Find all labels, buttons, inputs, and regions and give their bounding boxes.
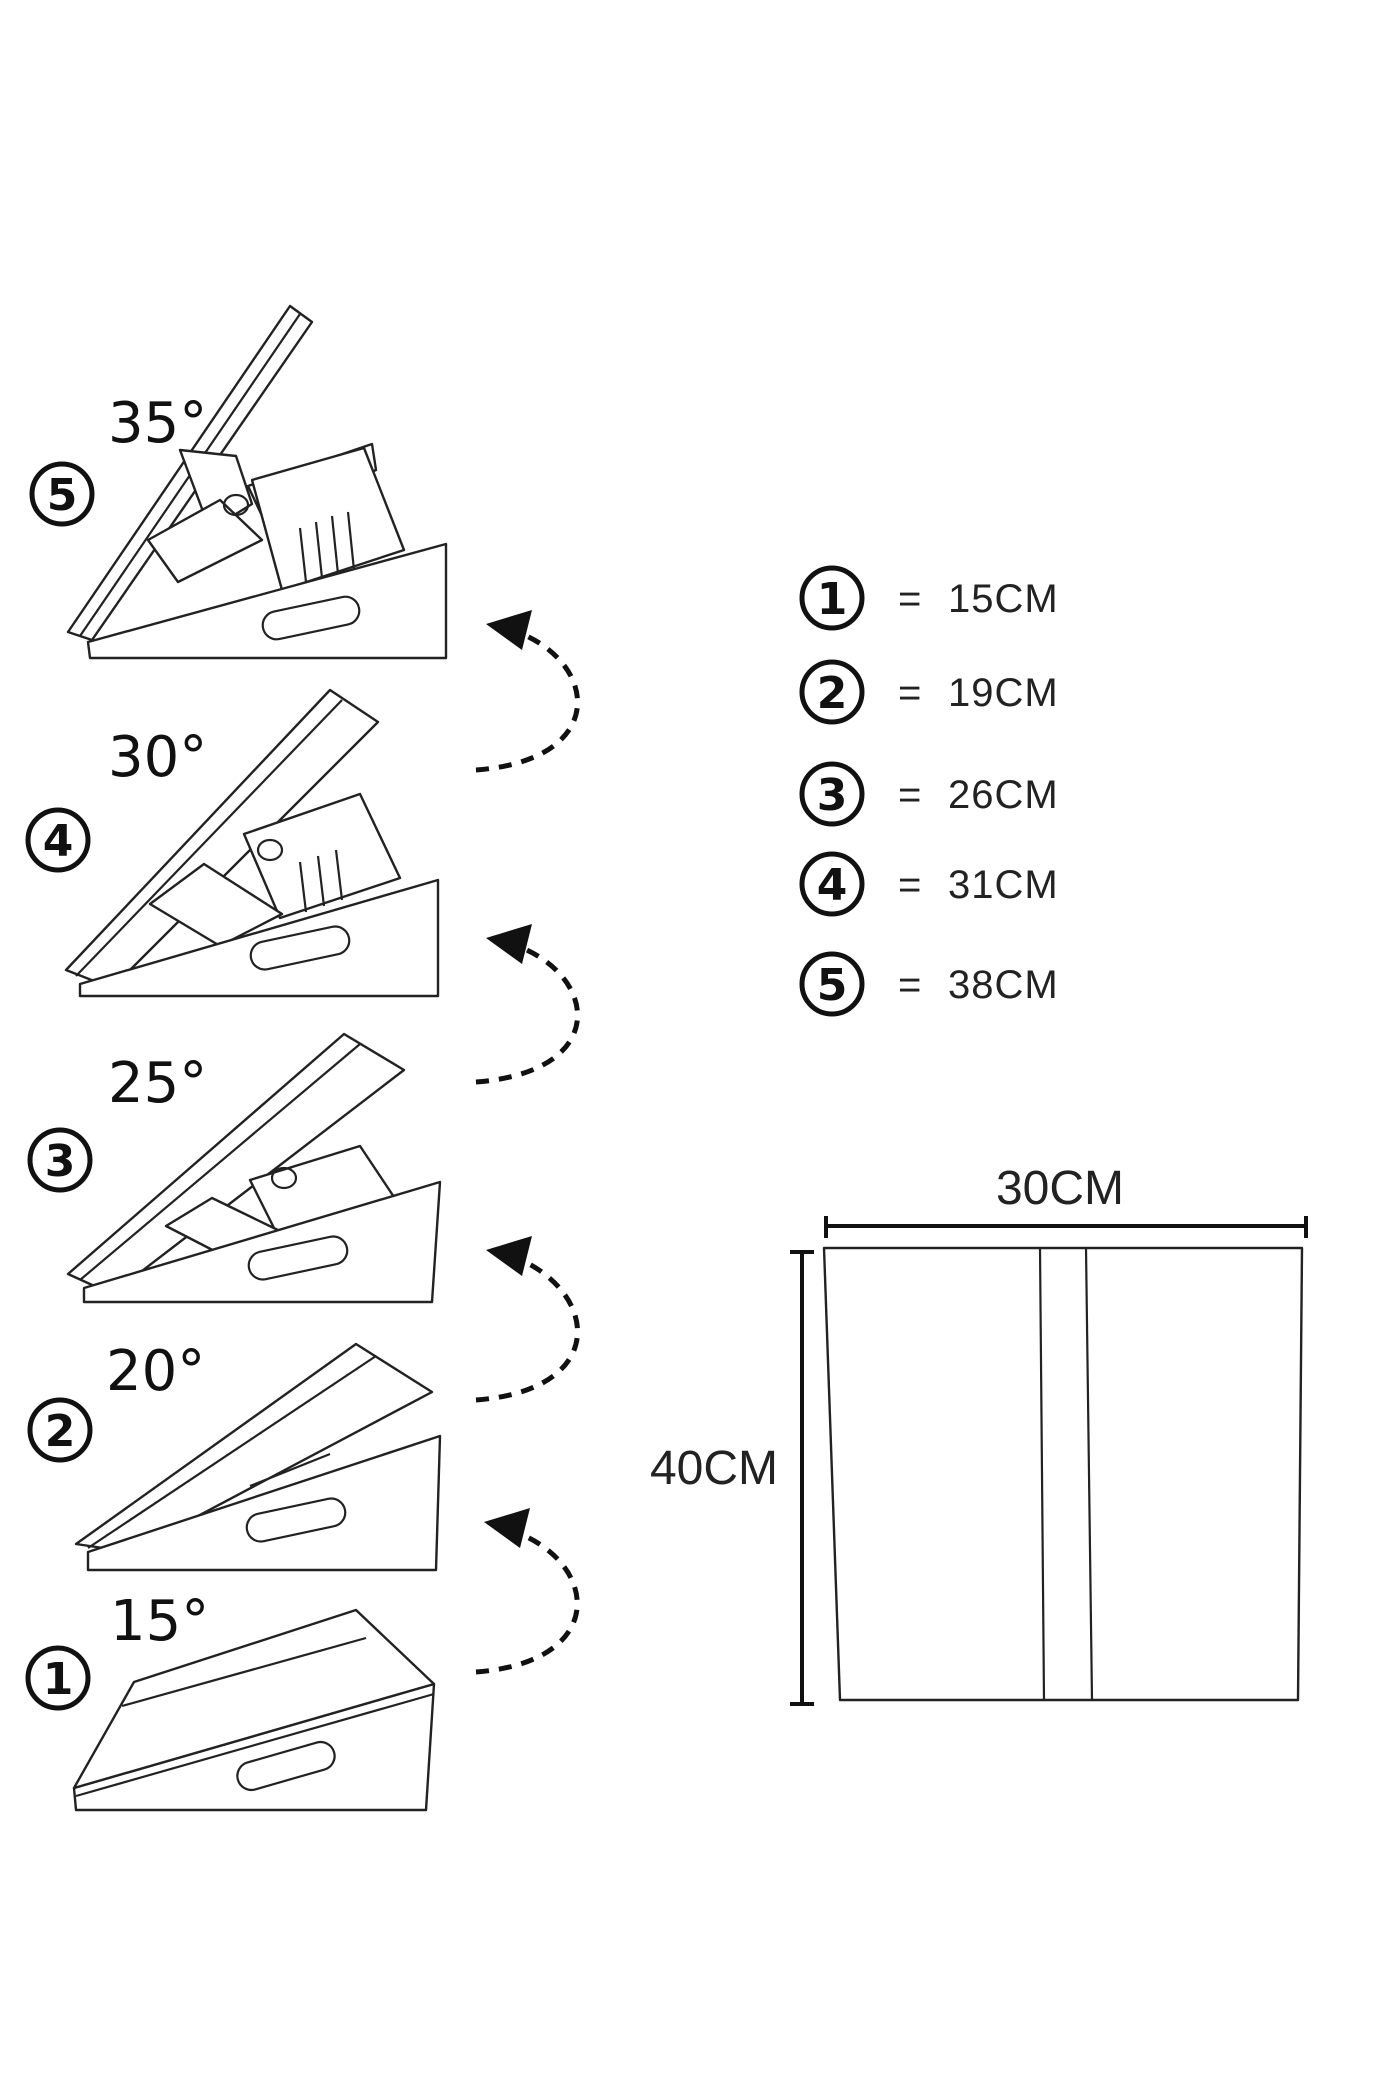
svg-text:4: 4 [43,816,74,867]
svg-text:=: = [898,773,922,817]
wedge-position-4 [64,688,440,998]
position-number-1: 1 [25,1645,91,1711]
angle-label-2: 20° [106,1339,205,1404]
wedge-position-1 [72,1608,436,1812]
svg-text:3: 3 [817,770,848,821]
svg-text:=: = [898,671,922,715]
angle-label-3: 25° [108,1051,207,1116]
legend-row-1: 1 = 15CM [799,565,1059,631]
svg-text:3: 3 [45,1136,76,1187]
legend-row-5: 5 = 38CM [799,951,1059,1017]
arrow-2-to-3 [475,1236,581,1403]
angle-label-5: 35° [108,391,207,456]
svg-text:5: 5 [817,960,848,1011]
legend-value-4: 31CM [948,863,1059,907]
wedge-position-5 [66,304,448,660]
position-number-4: 4 [25,807,91,873]
svg-text:1: 1 [817,574,848,625]
height-legend: 1 = 15CM 2 = 19CM 3 = 26CM 4 = 31CM 5 = … [799,565,1059,1017]
legend-value-1: 15CM [948,577,1059,621]
svg-text:2: 2 [817,668,848,719]
svg-text:1: 1 [43,1654,74,1705]
flat-board [822,1246,1304,1702]
position-number-5: 5 [29,461,95,527]
angle-label-1: 15° [110,1589,209,1654]
svg-text:2: 2 [45,1406,76,1457]
svg-text:=: = [898,577,922,621]
wedge-position-2 [74,1342,442,1572]
angle-label-4: 30° [108,725,207,790]
svg-text:=: = [898,863,922,907]
legend-row-4: 4 = 31CM [799,851,1059,917]
arrow-4-to-5 [475,610,581,773]
width-label: 30CM [996,1162,1124,1215]
position-number-2: 2 [27,1397,93,1463]
arrow-1-to-2 [475,1508,580,1675]
legend-value-3: 26CM [948,773,1059,817]
height-label: 40CM [650,1442,778,1495]
legend-value-2: 19CM [948,671,1059,715]
position-number-3: 3 [27,1127,93,1193]
legend-row-2: 2 = 19CM [799,659,1059,725]
svg-text:4: 4 [817,860,848,911]
flat-board-dimensions: 30CM 40CM [650,1162,1308,1706]
legend-row-3: 3 = 26CM [799,761,1059,827]
svg-text:5: 5 [47,470,78,521]
arrow-3-to-4 [475,924,581,1085]
svg-text:=: = [898,963,922,1007]
legend-value-5: 38CM [948,963,1059,1007]
wedge-position-3 [66,1032,442,1304]
